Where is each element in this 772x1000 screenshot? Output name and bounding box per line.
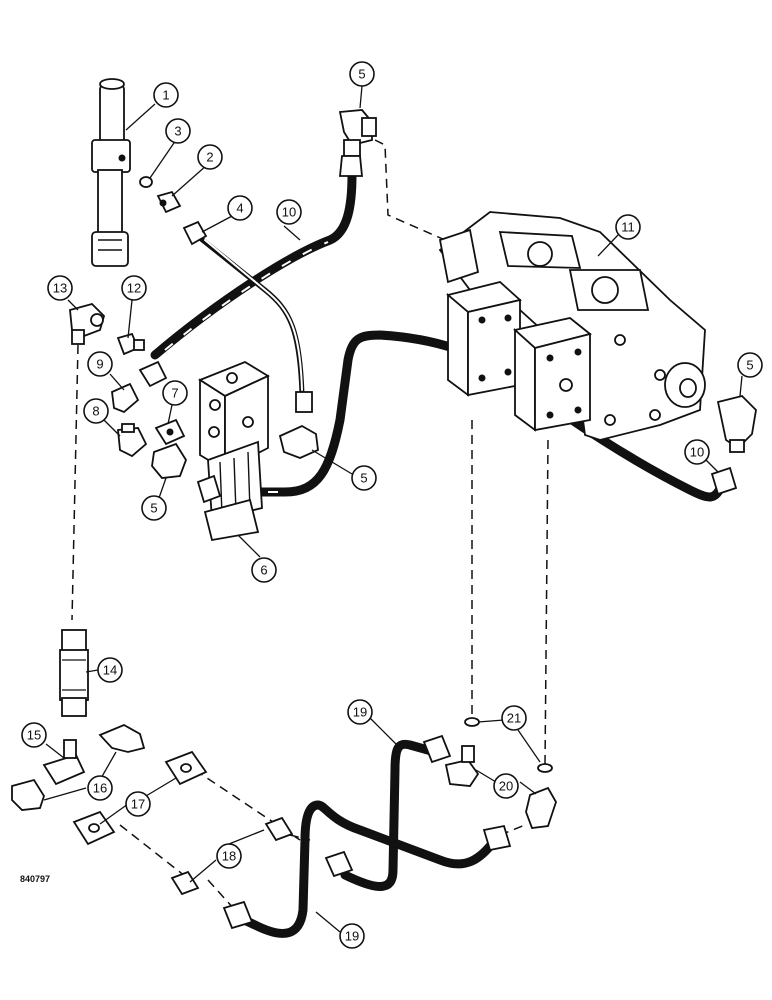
coupling-part-14	[59, 629, 89, 717]
callout-7: 7	[162, 380, 188, 406]
svg-text:5: 5	[150, 501, 157, 516]
callout-15: 15	[21, 722, 47, 748]
svg-text:9: 9	[96, 357, 103, 372]
hose-end-part-19-lower	[222, 900, 254, 930]
svg-text:21: 21	[507, 711, 521, 726]
hose-end-part-19-upper	[422, 734, 452, 764]
callout-20: 20	[493, 773, 519, 799]
leader-lines	[43, 85, 743, 933]
tee-fitting-part-15	[42, 739, 86, 786]
svg-text:15: 15	[27, 728, 41, 743]
elbow-fitting-part-5-left	[151, 442, 187, 479]
svg-text:6: 6	[260, 563, 267, 578]
coupler-part-17-left	[72, 810, 116, 846]
svg-text:20: 20	[499, 779, 513, 794]
callout-19-lower: 19	[339, 923, 365, 949]
orifice-fitting-part-2	[156, 190, 182, 214]
svg-text:11: 11	[621, 220, 635, 235]
washer-part-3	[139, 176, 153, 188]
svg-text:18: 18	[222, 849, 236, 864]
svg-text:5: 5	[360, 471, 367, 486]
callout-4: 4	[227, 195, 253, 221]
hose-lower-19b	[235, 800, 500, 938]
svg-text:16: 16	[93, 781, 107, 796]
svg-text:14: 14	[103, 663, 117, 678]
callout-9: 9	[87, 351, 113, 377]
adapter-part-18-left	[170, 870, 200, 896]
svg-text:7: 7	[171, 386, 178, 401]
pump-assembly-part-11	[438, 211, 706, 441]
hose-upper-10	[150, 170, 357, 360]
callout-5-right: 5	[737, 352, 763, 378]
hose-lower-19a	[340, 739, 440, 891]
elbow-fitting-part-5-top	[338, 109, 377, 177]
elbow-fitting-part-5-right	[716, 395, 757, 453]
callout-3: 3	[165, 118, 191, 144]
callout-13: 13	[47, 275, 73, 301]
callout-17: 17	[125, 791, 151, 817]
callout-5-left: 5	[141, 495, 167, 521]
callout-1: 1	[153, 82, 179, 108]
callout-19-upper: 19	[347, 699, 373, 725]
svg-text:19: 19	[353, 705, 367, 720]
svg-text:1: 1	[162, 88, 169, 103]
hose-end-part-10-right	[710, 466, 738, 496]
svg-text:10: 10	[282, 205, 296, 220]
svg-text:19: 19	[345, 929, 359, 944]
elbow-fitting-part-16-left	[11, 778, 45, 811]
svg-text:2: 2	[206, 150, 213, 165]
adapter-part-18-right	[264, 816, 294, 842]
svg-text:8: 8	[92, 404, 99, 419]
cylinder-part-1	[91, 78, 131, 267]
callout-14: 14	[97, 657, 123, 683]
fitting-part-12	[116, 332, 145, 356]
callout-10-upper: 10	[276, 199, 302, 225]
o-ring-part-21-left	[464, 717, 480, 727]
svg-text:17: 17	[131, 797, 145, 812]
svg-text:13: 13	[53, 281, 67, 296]
elbow-fitting-part-20-bottom	[525, 786, 557, 829]
svg-text:5: 5	[358, 67, 365, 82]
hose-end-part-19-mid	[324, 850, 354, 878]
tube-nut-part-4	[182, 220, 208, 246]
svg-text:4: 4	[236, 201, 243, 216]
tube-4	[197, 235, 305, 398]
callout-8: 8	[83, 398, 109, 424]
callout-5-top: 5	[349, 61, 375, 87]
hose-fitting-valve-bottom	[196, 474, 222, 504]
elbow-fitting-part-13	[69, 302, 106, 345]
callout-12: 12	[121, 275, 147, 301]
callout-5-valve: 5	[351, 465, 377, 491]
callout-21: 21	[501, 705, 527, 731]
callout-6: 6	[251, 557, 277, 583]
hose-end-right-lower	[482, 824, 512, 852]
elbow-fitting-part-5-valve	[278, 391, 319, 459]
hose-end-part-10-upper	[138, 360, 168, 388]
tee-fitting-part-8	[117, 423, 148, 458]
svg-text:12: 12	[127, 281, 141, 296]
svg-text:3: 3	[174, 124, 181, 139]
o-ring-part-21-right	[537, 763, 553, 773]
callout-2: 2	[197, 144, 223, 170]
elbow-fitting-part-16-top	[98, 724, 146, 753]
svg-text:10: 10	[690, 445, 704, 460]
callout-18: 18	[216, 843, 242, 869]
adapter-part-9	[111, 382, 140, 414]
fitting-part-7	[154, 418, 186, 446]
callout-16: 16	[87, 775, 113, 801]
svg-text:5: 5	[746, 358, 753, 373]
callout-10-right: 10	[684, 439, 710, 465]
coupler-part-17-top	[164, 750, 208, 786]
valve-block-part-6	[198, 360, 270, 542]
elbow-fitting-part-20-top	[444, 745, 480, 787]
callout-11: 11	[615, 214, 641, 240]
drawing-code: 840797	[20, 874, 51, 884]
